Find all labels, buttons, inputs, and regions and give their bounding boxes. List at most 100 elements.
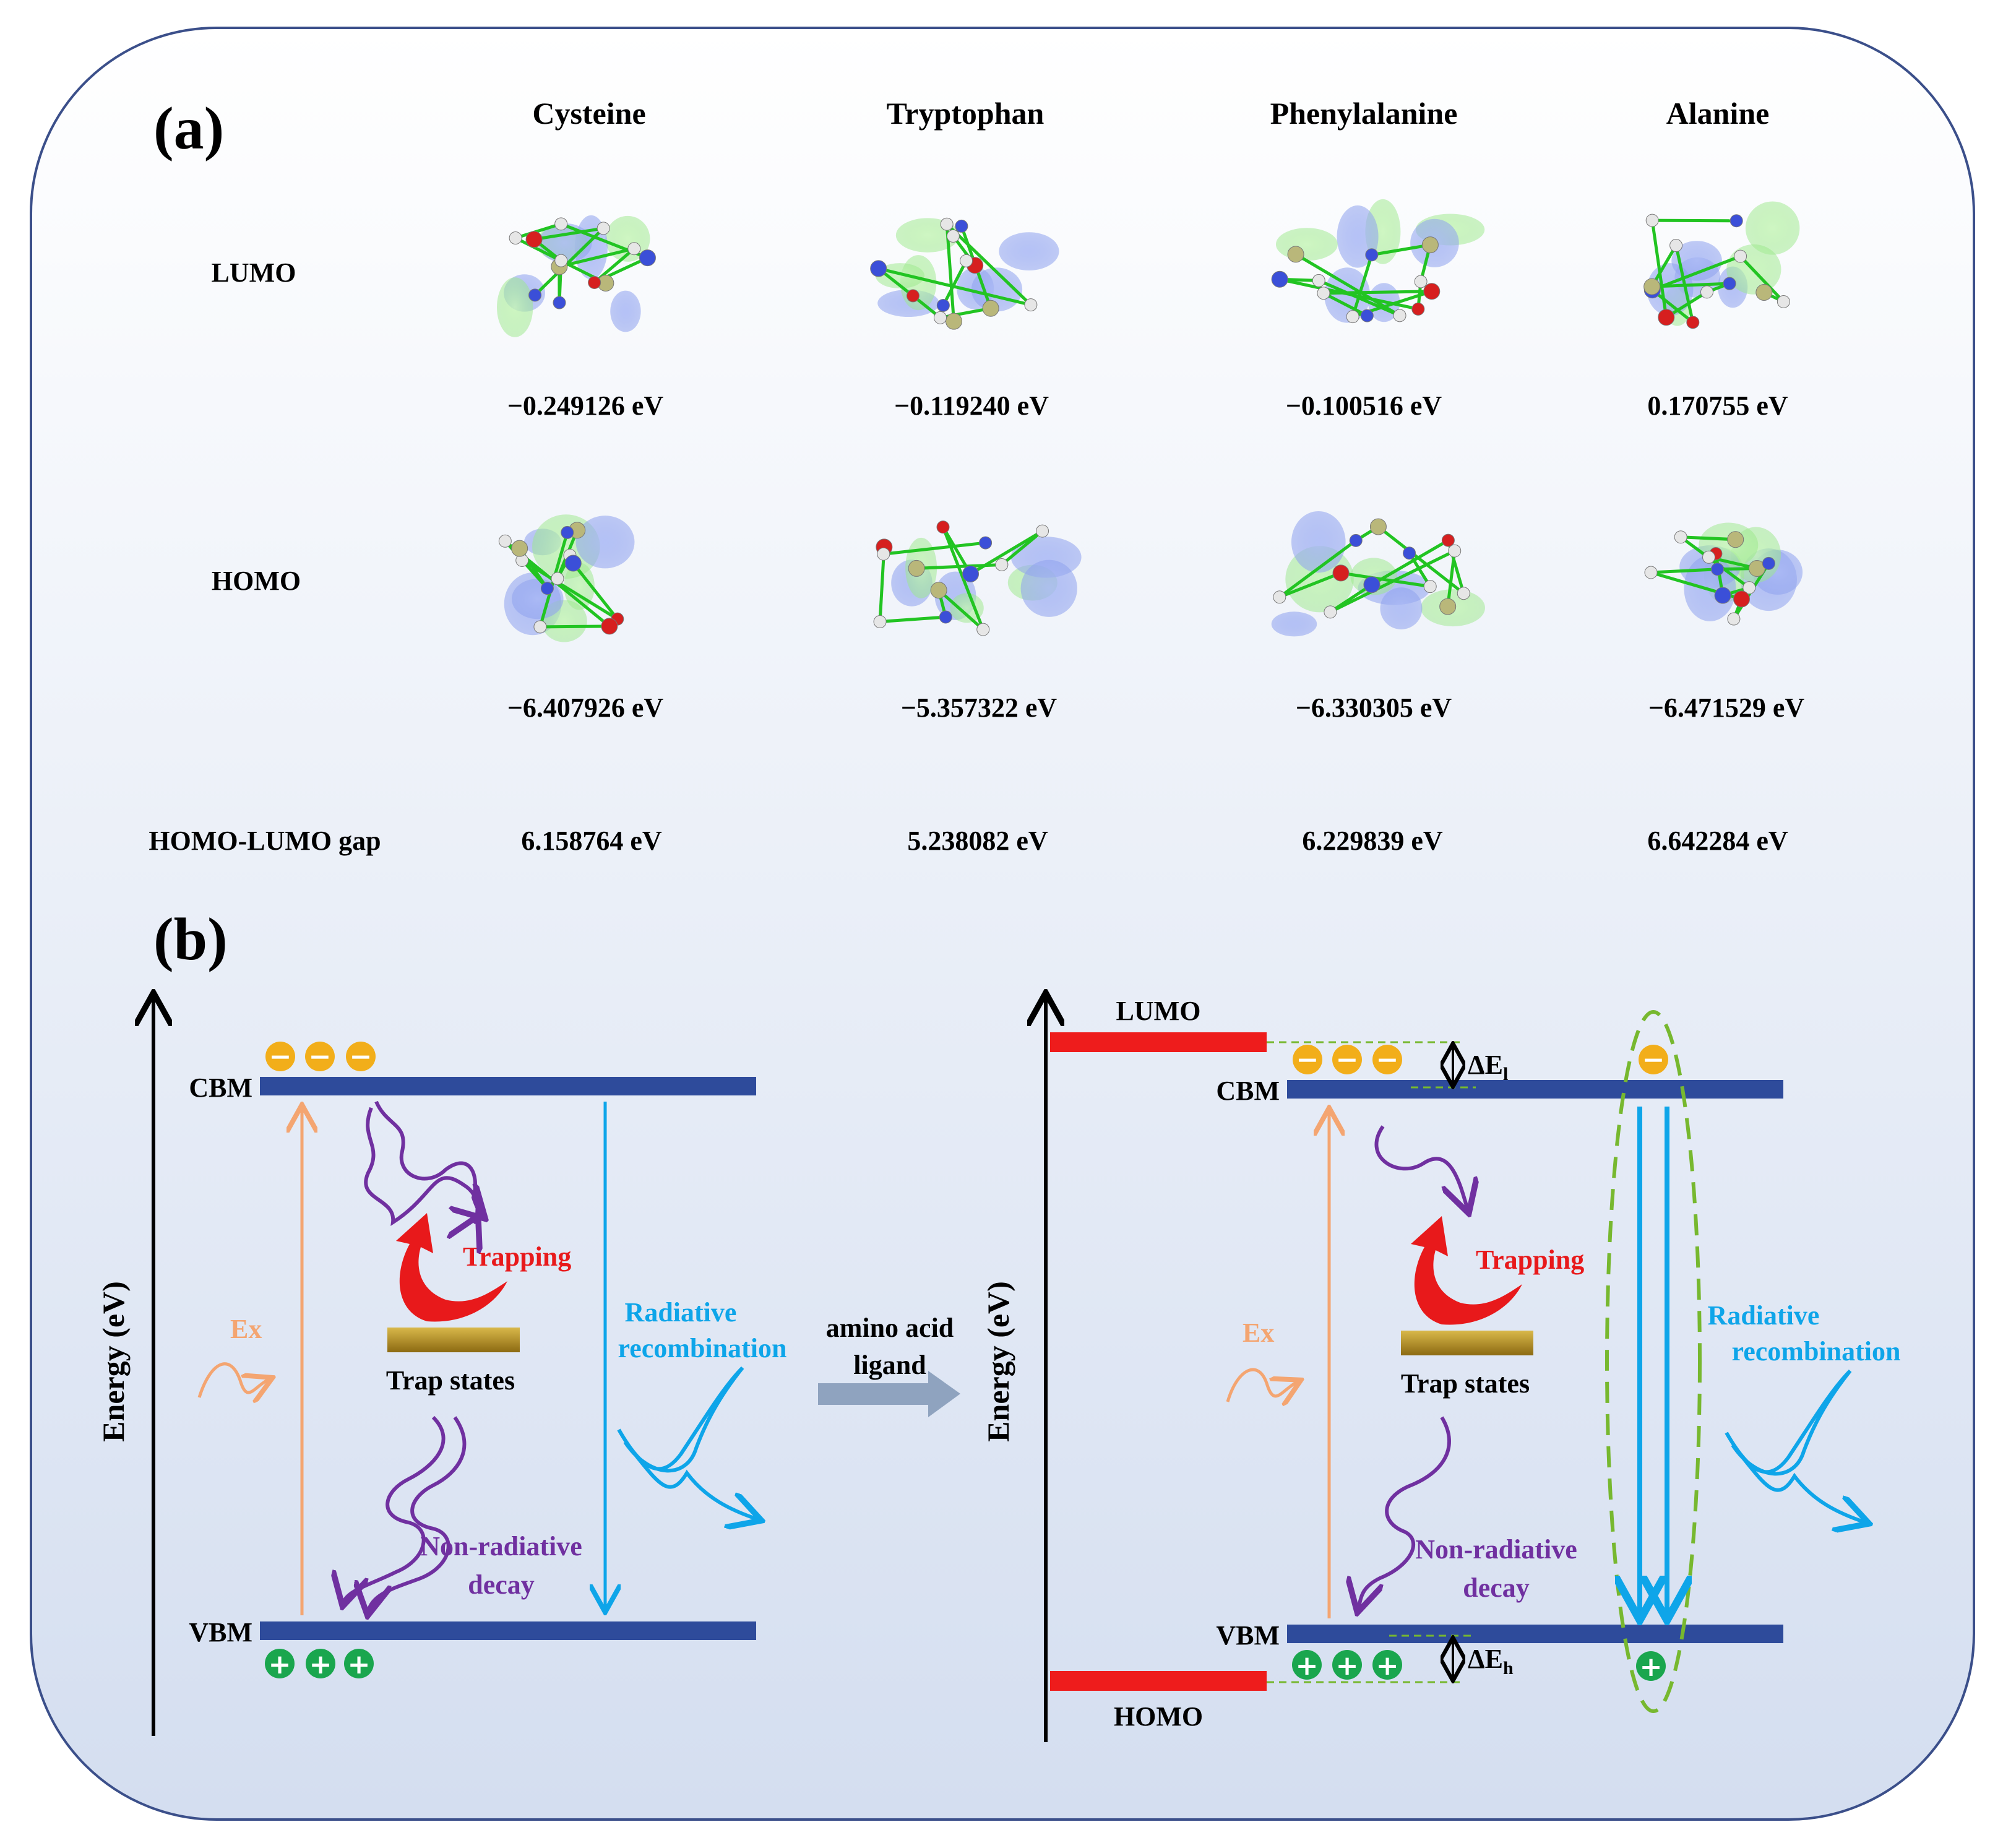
nonrad-wave-left-4 bbox=[368, 1416, 467, 1612]
homo-value-phenylalanine: −6.330305 eV bbox=[1296, 693, 1452, 723]
nonrad-wave-left-3 bbox=[343, 1415, 446, 1603]
cbm-band-left bbox=[260, 1077, 756, 1095]
hole-sign: + bbox=[1640, 1651, 1663, 1683]
panel-a-label: (a) bbox=[153, 95, 224, 162]
delta-e-h-sub: h bbox=[1503, 1658, 1514, 1678]
electron-left-2: − bbox=[305, 1041, 335, 1073]
vbm-band-right bbox=[1287, 1625, 1783, 1643]
gap-value-tryptophan: 5.238082 eV bbox=[907, 826, 1048, 856]
molecule-name-tryptophan: Tryptophan bbox=[887, 96, 1045, 131]
homo-value-alanine: −6.471529 eV bbox=[1648, 693, 1805, 723]
trapping-label-left: Trapping bbox=[463, 1241, 571, 1272]
radiative-label-right-2: recombination bbox=[1732, 1336, 1901, 1367]
emission-wave-right bbox=[1725, 1369, 1866, 1522]
delta-e-l-sub: l bbox=[1503, 1064, 1508, 1084]
ligand-transition: amino acid ligand bbox=[818, 1313, 960, 1417]
hole-right-3: + bbox=[1372, 1650, 1402, 1682]
hole-sign: + bbox=[309, 1649, 332, 1680]
homo-orbital-alanine bbox=[1644, 522, 1803, 626]
homo-value-cysteine: −6.407926 eV bbox=[507, 693, 664, 723]
cbm-label-left: CBM bbox=[189, 1073, 252, 1103]
delta-e-l-base: ΔE bbox=[1468, 1050, 1503, 1080]
hole-sign: + bbox=[348, 1649, 371, 1680]
radiative-highlight-ellipse bbox=[1605, 1010, 1702, 1713]
electron-right-3: − bbox=[1372, 1044, 1402, 1076]
ex-wave-left bbox=[197, 1362, 270, 1397]
delta-e-h-guides bbox=[1267, 1634, 1476, 1683]
transition-arrow bbox=[818, 1371, 960, 1417]
panel-b-label: (b) bbox=[153, 906, 228, 973]
delta-e-h-label: ΔEh bbox=[1468, 1644, 1514, 1678]
ex-wave-right bbox=[1226, 1368, 1298, 1402]
lumo-level bbox=[1050, 1032, 1267, 1052]
electron-left-3: − bbox=[346, 1041, 376, 1073]
nonrad-label-left-2: decay bbox=[468, 1570, 535, 1600]
homo-value-tryptophan: −5.357322 eV bbox=[901, 693, 1057, 723]
electron-right-4: − bbox=[1639, 1044, 1668, 1076]
molecule-images bbox=[496, 199, 1803, 642]
panel-a: (a) Cysteine Tryptophan Phenylalanine Al… bbox=[149, 95, 1804, 856]
nonrad-wave-left-2 bbox=[374, 1100, 483, 1216]
electron-right-2: − bbox=[1332, 1044, 1362, 1076]
diagram-after: Energy (eV) LUMO HOMO CBM VBM ΔEl ΔEh − … bbox=[981, 996, 1900, 1742]
diagram-before: Energy (eV) CBM VBM − − − + + + Ex Radia… bbox=[96, 996, 786, 1736]
homo-label: HOMO bbox=[1114, 1701, 1203, 1732]
energy-axis-label-left: Energy (eV) bbox=[96, 1281, 131, 1442]
gap-value-alanine: 6.642284 eV bbox=[1647, 826, 1788, 856]
radiative-label-right-1: Radiative bbox=[1708, 1300, 1820, 1331]
transition-label-2: ligand bbox=[853, 1350, 926, 1380]
vbm-label-left: VBM bbox=[189, 1617, 252, 1647]
delta-e-h-base: ΔE bbox=[1468, 1644, 1503, 1674]
emission-wave-left bbox=[617, 1366, 758, 1519]
hole-left-3: + bbox=[344, 1649, 374, 1680]
hole-left-2: + bbox=[306, 1649, 335, 1680]
lumo-orbital-phenylalanine bbox=[1271, 199, 1485, 324]
lumo-orbital-tryptophan bbox=[870, 217, 1059, 330]
molecule-name-phenylalanine: Phenylalanine bbox=[1270, 96, 1458, 131]
nonrad-wave-right-1 bbox=[1374, 1125, 1468, 1210]
energy-axis-label-right: Energy (eV) bbox=[981, 1281, 1015, 1442]
hole-right-4: + bbox=[1636, 1651, 1666, 1683]
electron-sign: − bbox=[1376, 1044, 1399, 1076]
trap-states-bar-left bbox=[387, 1328, 520, 1352]
gap-value-phenylalanine: 6.229839 eV bbox=[1302, 826, 1443, 856]
electron-sign: − bbox=[1296, 1044, 1319, 1076]
electron-sign: − bbox=[1336, 1044, 1359, 1076]
radiative-label-left-2: recombination bbox=[618, 1333, 787, 1363]
molecule-name-cysteine: Cysteine bbox=[532, 96, 645, 131]
molecule-name-alanine: Alanine bbox=[1666, 96, 1770, 131]
vbm-band-left bbox=[260, 1621, 756, 1640]
electron-left-1: − bbox=[265, 1041, 295, 1073]
nonrad-label-right-2: decay bbox=[1463, 1573, 1530, 1603]
hole-left-1: + bbox=[265, 1649, 295, 1680]
row-label-gap: HOMO-LUMO gap bbox=[149, 826, 381, 856]
delta-e-l-label: ΔEl bbox=[1468, 1050, 1508, 1084]
hole-sign: + bbox=[1376, 1650, 1399, 1682]
lumo-value-phenylalanine: −0.100516 eV bbox=[1286, 391, 1442, 421]
trapping-arrow-right bbox=[1411, 1216, 1522, 1325]
nonrad-label-left-1: Non-radiative bbox=[420, 1531, 582, 1561]
radiative-label-left-1: Radiative bbox=[625, 1297, 737, 1328]
row-label-homo: HOMO bbox=[212, 566, 301, 596]
gap-value-cysteine: 6.158764 eV bbox=[521, 826, 662, 856]
hole-sign: + bbox=[1296, 1650, 1319, 1682]
cbm-label-right: CBM bbox=[1216, 1076, 1280, 1106]
homo-level bbox=[1050, 1671, 1267, 1691]
lumo-value-tryptophan: −0.119240 eV bbox=[894, 391, 1049, 421]
panel-b: (b) Energy (eV) CBM VBM − − − + + + Ex R… bbox=[96, 906, 1900, 1742]
lumo-orbital-cysteine bbox=[496, 215, 656, 337]
hole-right-2: + bbox=[1332, 1650, 1362, 1682]
electron-right-1: − bbox=[1293, 1044, 1322, 1076]
vbm-label-right: VBM bbox=[1216, 1620, 1280, 1651]
trap-states-bar-right bbox=[1401, 1331, 1533, 1355]
lumo-value-cysteine: −0.249126 eV bbox=[507, 391, 664, 421]
lumo-orbital-alanine bbox=[1643, 201, 1800, 329]
hole-right-1: + bbox=[1292, 1650, 1322, 1682]
hole-sign: + bbox=[269, 1649, 291, 1680]
trap-states-label-right: Trap states bbox=[1401, 1368, 1530, 1399]
ex-label-right: Ex bbox=[1243, 1318, 1274, 1348]
lumo-label: LUMO bbox=[1116, 996, 1201, 1026]
nonrad-wave-right-2 bbox=[1358, 1416, 1451, 1609]
electron-sign: − bbox=[1642, 1044, 1665, 1076]
